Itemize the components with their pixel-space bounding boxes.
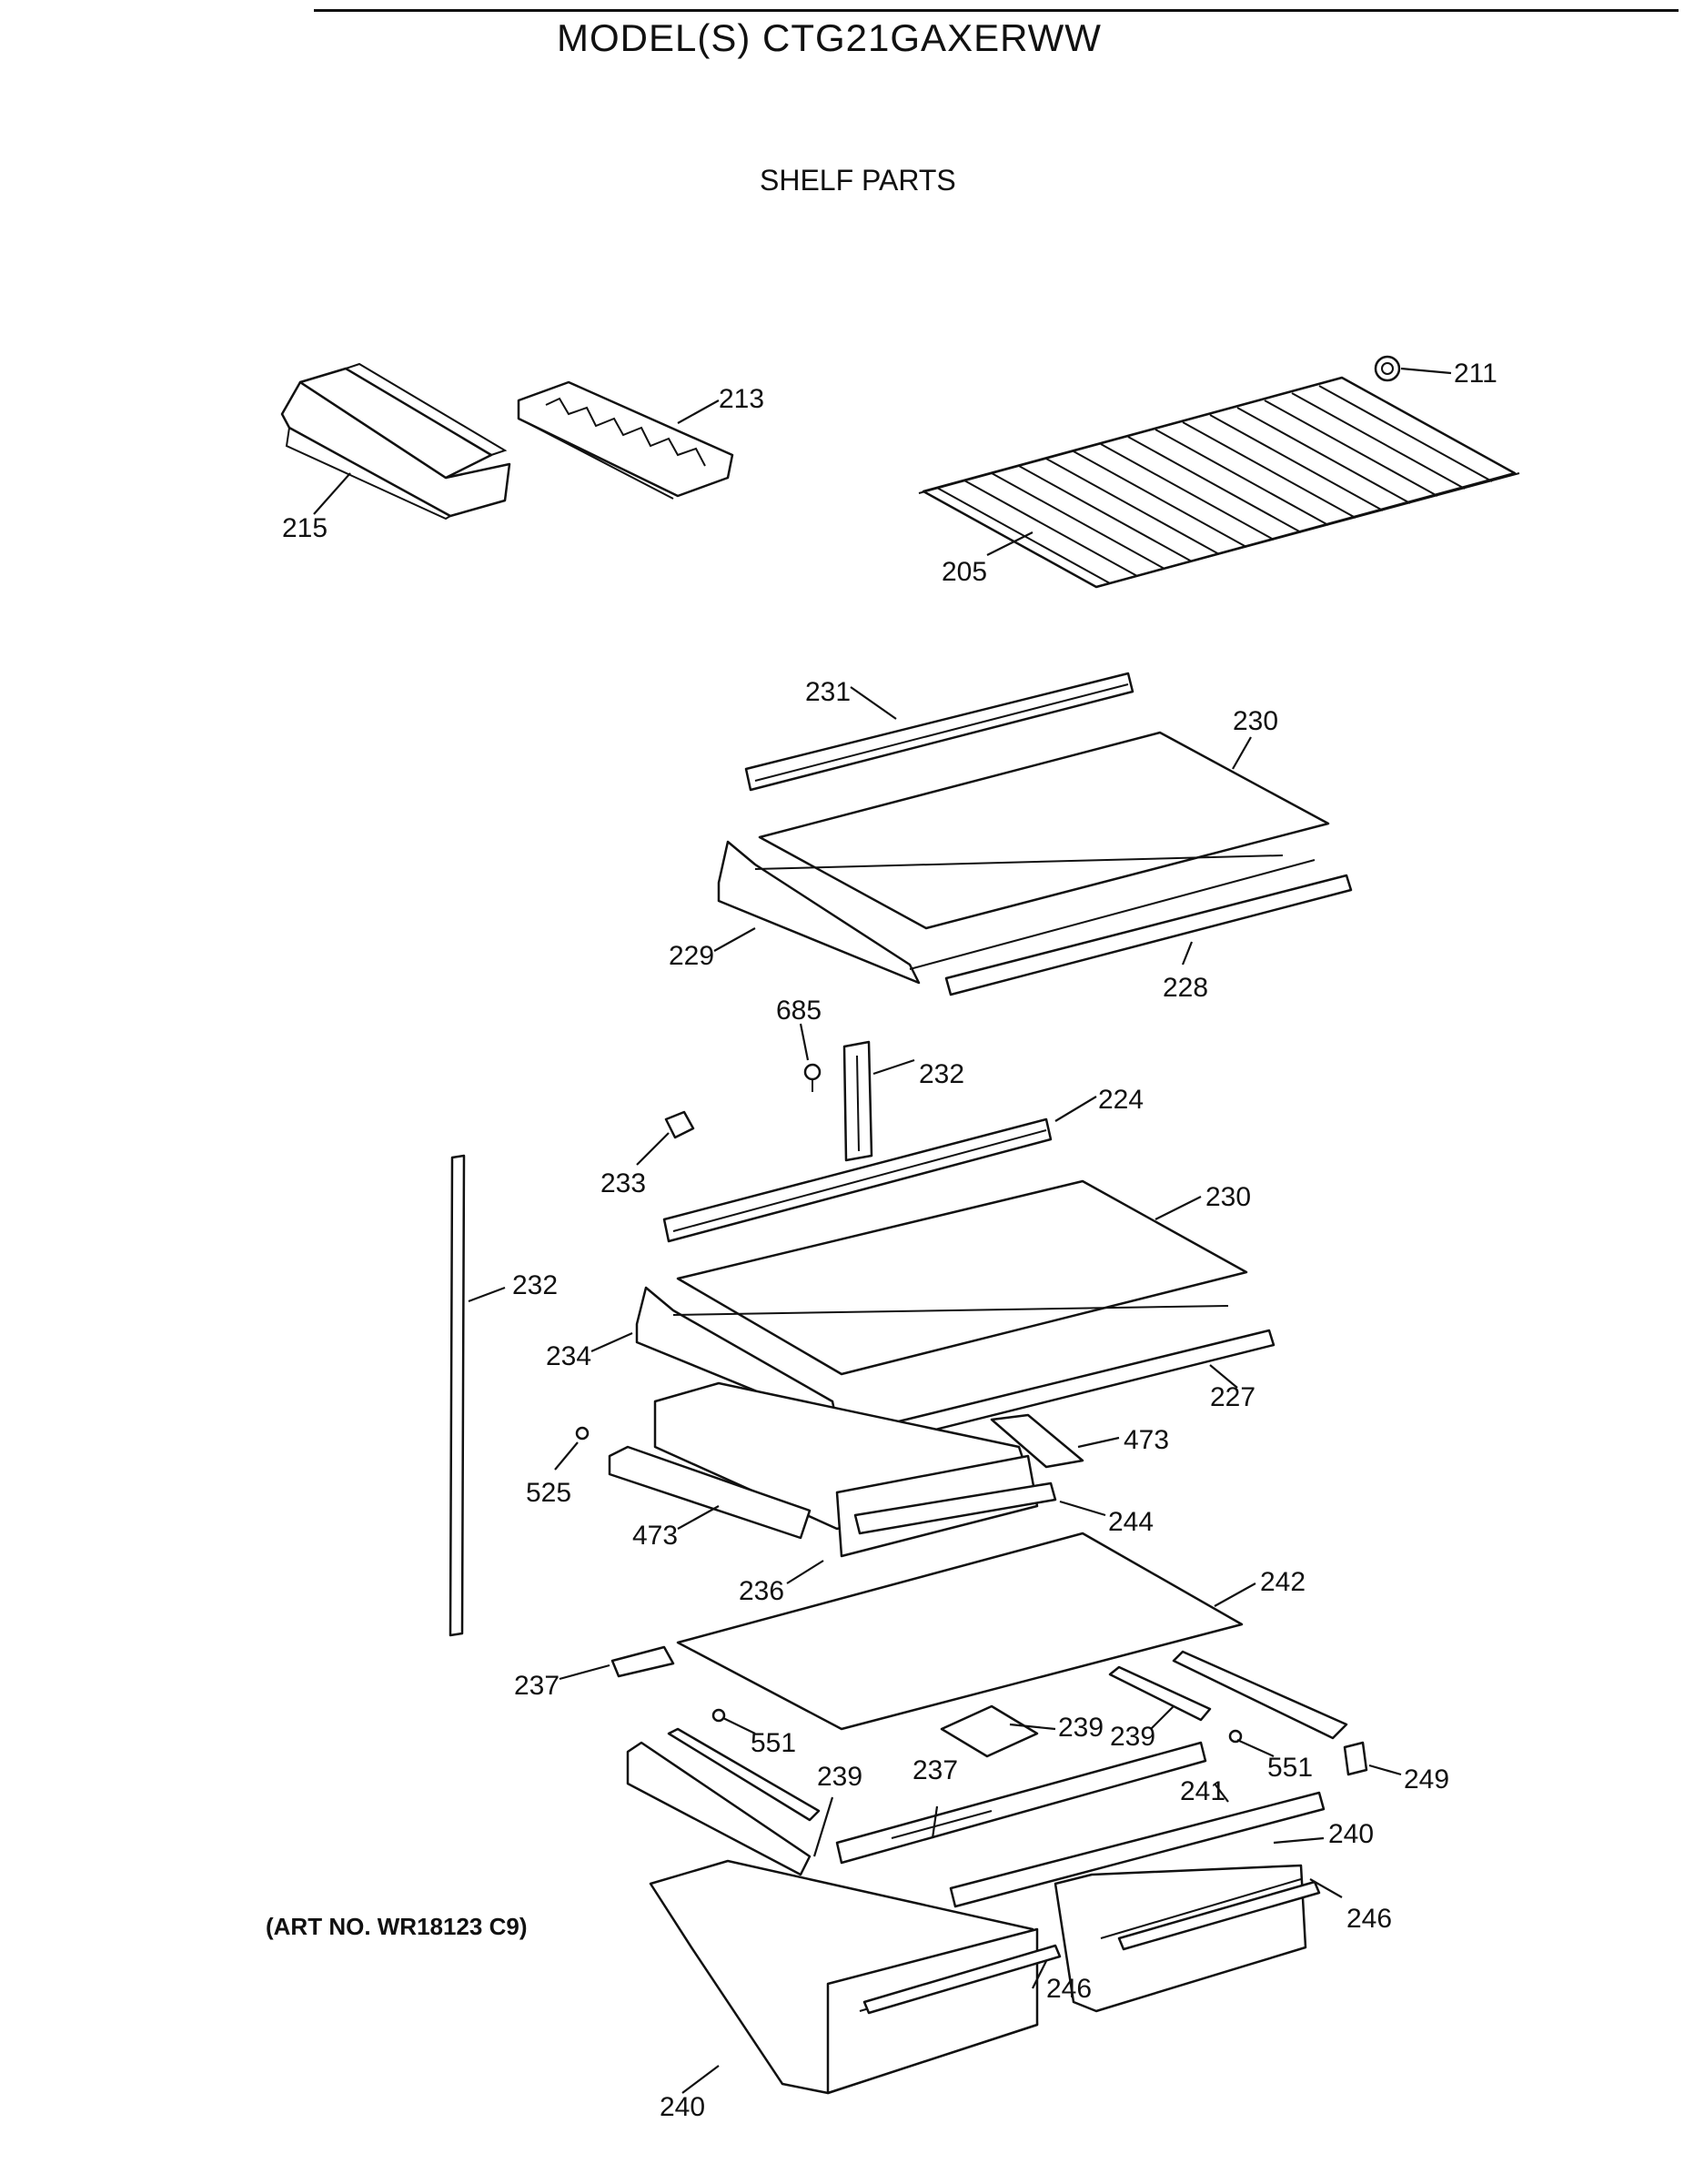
- part-215-door-bin: [280, 362, 511, 521]
- part-213-ice-tray: [517, 380, 734, 500]
- part-237-long-bar: [835, 1741, 1207, 1865]
- part-230-glass-shelf-upper: [758, 731, 1330, 930]
- art-number: (ART NO. WR18123 C9): [266, 1913, 528, 1940]
- part-211-shelf-stop: [1374, 355, 1401, 382]
- callout-233: 233: [600, 1168, 646, 1198]
- callout-230-middle: 230: [1205, 1182, 1251, 1212]
- part-241-bar: [949, 1791, 1326, 1908]
- callout-242: 242: [1260, 1567, 1306, 1597]
- callout-232-left: 232: [512, 1270, 558, 1300]
- callout-205: 205: [942, 557, 987, 587]
- part-205-wire-shelf: [918, 376, 1520, 589]
- callout-234: 234: [546, 1341, 591, 1371]
- part-240-crisper-drawer-right: [1054, 1864, 1307, 2013]
- callout-240-right: 240: [1328, 1819, 1374, 1849]
- part-230-glass-shelf-middle: [676, 1179, 1248, 1376]
- callout-labels: 211 213 215 205 231 230 229 228 685 232 …: [282, 359, 1497, 2122]
- callout-685: 685: [776, 996, 822, 1026]
- part-551-screw-right: [1228, 1729, 1243, 1744]
- part-240-crisper-drawer-left: [649, 1859, 1047, 2095]
- model-title: MODEL(S) CTG21GAXERWW: [557, 16, 1102, 59]
- callout-213: 213: [719, 384, 764, 414]
- part-231-front-trim: [744, 672, 1134, 792]
- section-title: SHELF PARTS: [760, 164, 956, 197]
- callout-230-upper: 230: [1233, 706, 1278, 736]
- part-551-screw-left: [711, 1708, 726, 1723]
- part-229-shelf-frame-upper: [717, 840, 1316, 985]
- part-246-handle-right: [1117, 1880, 1321, 1951]
- header-rule: [314, 9, 1679, 12]
- part-232-vertical-rail-left: [449, 1154, 466, 1637]
- part-239-center-bracket: [940, 1704, 1039, 1758]
- callout-249: 249: [1404, 1764, 1449, 1795]
- leader-lines: [313, 367, 1452, 2094]
- part-473-slide-rail-left: [608, 1445, 812, 1540]
- callout-228: 228: [1163, 973, 1208, 1003]
- callout-237-bar: 237: [912, 1755, 958, 1785]
- part-242-glass-crisper-cover: [676, 1532, 1244, 1731]
- part-246-handle-left: [862, 1944, 1062, 2015]
- part-525-screw: [575, 1426, 590, 1441]
- callout-237-left: 237: [514, 1671, 560, 1701]
- callout-215: 215: [282, 513, 328, 543]
- part-473-slide-rail-right: [990, 1413, 1084, 1469]
- callout-240-left: 240: [660, 2092, 705, 2122]
- callout-246-right: 246: [1346, 1904, 1392, 1934]
- callout-525: 525: [526, 1478, 571, 1508]
- callout-551-left: 551: [751, 1728, 796, 1758]
- part-244-trim: [853, 1481, 1057, 1535]
- part-239-slide-rail-left: [626, 1727, 821, 1876]
- callout-244: 244: [1108, 1507, 1154, 1537]
- callout-227: 227: [1210, 1382, 1255, 1412]
- callout-239-left: 239: [817, 1762, 862, 1792]
- callout-246-left: 246: [1046, 1974, 1092, 2004]
- callout-232-upper: 232: [919, 1059, 964, 1089]
- part-685-screw: [803, 1063, 822, 1092]
- callout-211: 211: [1454, 359, 1497, 389]
- callout-236: 236: [739, 1576, 784, 1606]
- part-237-bracket-left: [610, 1645, 675, 1678]
- part-233-clip: [664, 1110, 695, 1139]
- part-239-slide-rail-right: [1108, 1650, 1348, 1740]
- part-249-stop: [1343, 1741, 1368, 1776]
- part-228-rear-trim-upper: [944, 874, 1353, 996]
- part-234-shelf-frame-middle: [635, 1286, 1229, 1426]
- part-224-front-trim: [662, 1117, 1053, 1243]
- callout-229: 229: [669, 941, 714, 971]
- callout-551-right: 551: [1267, 1753, 1313, 1783]
- callout-239-center: 239: [1058, 1713, 1104, 1743]
- callout-473-left: 473: [632, 1521, 678, 1551]
- callout-231: 231: [805, 677, 851, 707]
- callout-239-right: 239: [1110, 1722, 1155, 1752]
- callout-241: 241: [1180, 1776, 1225, 1806]
- callout-473-right: 473: [1124, 1425, 1169, 1455]
- callout-224: 224: [1098, 1085, 1144, 1115]
- part-232-vertical-rail-upper: [842, 1040, 873, 1162]
